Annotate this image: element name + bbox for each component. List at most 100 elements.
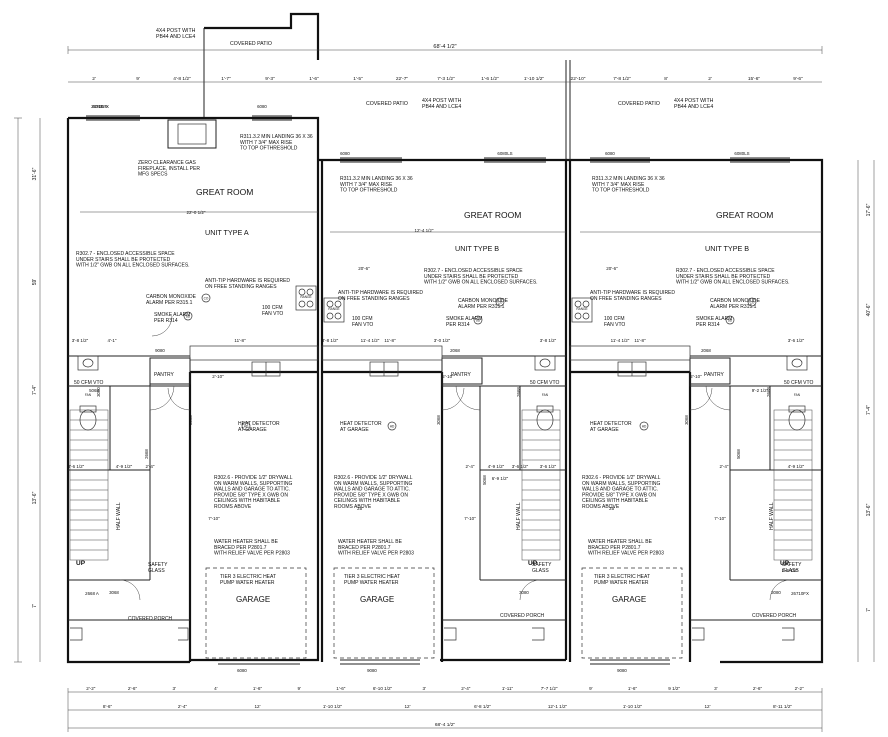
unit-b1-covered-patio: COVERED PATIO — [366, 101, 408, 107]
dims-bottom-2-8: 12' — [705, 704, 711, 709]
dim-interior-23: 3'-6 1/2" — [512, 464, 529, 469]
dim-interior-3: 4'-1" — [108, 338, 117, 343]
window-tag-17: 3080 — [771, 590, 781, 595]
dims-bottom-2-3: 1'-10 1/2" — [323, 704, 343, 709]
window-tag-6: 6080 — [237, 668, 247, 673]
dims-bottom-2-7: 1'-10 1/2" — [623, 704, 643, 709]
dim-interior-25: 20'-6" — [606, 266, 618, 271]
smoke-symbol-icon — [473, 315, 483, 325]
window-tag-15: 3068 — [109, 590, 119, 595]
dims-top-0: 2' — [92, 76, 96, 82]
dims-bottom-2-6: 12'-1 1/2" — [548, 704, 568, 709]
dim-interior-11: 25' — [357, 506, 363, 511]
window-tag-24: 5068 — [89, 388, 99, 393]
co-symbol-icon — [201, 293, 211, 303]
unit-a-pantry: PANTRY — [154, 372, 174, 378]
unit_b2-unit-type: UNIT TYPE B — [705, 244, 749, 253]
window-tag-9: 9080 — [155, 348, 165, 353]
window-tag-5: 6080LS — [734, 151, 749, 156]
dim-interior-32: 11'-4 1/2" — [611, 338, 630, 343]
unit_a-great-room: GREAT ROOM — [196, 187, 253, 197]
top-covered-patio-top: COVERED PATIO — [230, 41, 272, 47]
fan-label-b2: FAN — [794, 393, 801, 397]
dims-left-3: 13'-6" — [32, 491, 38, 504]
window-tag-4: 6080 — [605, 151, 615, 156]
window-tag-3: 6080LS — [497, 151, 512, 156]
dims-bottom-2-4: 12' — [405, 704, 411, 709]
range-label-b2: RANGE — [576, 307, 587, 311]
dims-bottom-1-16: 2'-6" — [753, 686, 763, 691]
heat-symbol-label: HD — [244, 425, 249, 429]
dims-top-8: 7'-3 1/2" — [437, 76, 455, 82]
window-tag-10: 2068 — [450, 348, 460, 353]
unit_b2-great-room: GREAT ROOM — [716, 210, 773, 220]
dims-top-5: 1'-6" — [309, 76, 319, 82]
unit-b1-fan-50: 50 CFM VTO — [530, 380, 559, 386]
unit-b2-up: UP — [780, 560, 790, 567]
dim-interior-21: 7'-10" — [464, 516, 476, 521]
dim-interior-1: 11'-8" — [234, 338, 246, 343]
dim-interior-17: 3'-8 1/2" — [540, 338, 557, 343]
window-tag-7: 9080 — [367, 668, 377, 673]
range-label-b1: RANGE — [328, 307, 339, 311]
dims-top-12: 7'-8 1/2" — [613, 76, 631, 82]
dim-interior-0: 22'-0 1/2" — [187, 210, 206, 215]
dim-interior-18: 3'-6 1/2" — [540, 464, 557, 469]
dim-interior-5: 4'-9 1/2" — [116, 464, 133, 469]
unit_b2-garage: GARAGE — [612, 595, 646, 604]
dim-interior-14: 3'-0 1/2" — [434, 338, 451, 343]
window-tag-25: 2668 A — [85, 591, 99, 596]
dims-left-2: 7'-4" — [32, 385, 38, 395]
window-tag-14: 3068 — [684, 415, 689, 425]
window-tag-19: 2668 — [516, 387, 521, 397]
dims-bottom-2-1: 2'-4" — [178, 704, 188, 709]
unit-b2-half-wall: HALF WALL — [769, 502, 775, 530]
dims-bottom-1-3: 4' — [214, 686, 218, 691]
window-tag-8: 9080 — [617, 668, 627, 673]
dims-top-3: 1'-7" — [221, 76, 231, 82]
dim-interior-7: 2'-10" — [212, 374, 224, 379]
dims-bottom-1-9: 2'-4" — [461, 686, 471, 691]
dims-bottom-1-11: 7'-7 1/2" — [541, 686, 558, 691]
dims-top-10: 1'-10 1/2" — [524, 76, 545, 82]
window-tag-27: 26710FX — [91, 104, 109, 109]
co-symbol-icon — [747, 297, 757, 307]
unit-a-covered-porch: COVERED PORCH — [128, 616, 173, 622]
dims-top-13: 8' — [664, 76, 668, 82]
dim-interior-9: 20'-6" — [358, 266, 370, 271]
window-tag-12: 2068 — [188, 415, 193, 425]
window-tag-21: 2668 — [144, 449, 149, 459]
dims-bottom-1-12: 9' — [589, 686, 593, 691]
dims-bottom-1-7: 6'-10 1/2" — [373, 686, 393, 691]
dim-interior-12: 3'-8 1/2" — [322, 338, 339, 343]
unit-b2-pantry: PANTRY — [704, 372, 724, 378]
unit_b1-unit-type: UNIT TYPE B — [455, 244, 499, 253]
window-tag-20: 2668 — [766, 387, 771, 397]
unit-b2-fan-50: 50 CFM VTO — [784, 380, 813, 386]
smoke-symbol-label: SD — [476, 319, 481, 323]
heat-symbol-label: HD — [390, 425, 395, 429]
dim-interior-29: 4'-9 1/2" — [788, 464, 805, 469]
dim-interior-13: 11'-4 1/2" — [361, 338, 380, 343]
dim-interior-30: 2'-4" — [720, 464, 729, 469]
dim-interior-28: 3'-6 1/2" — [788, 338, 805, 343]
dims-top-4: 9'-3" — [265, 76, 275, 82]
dims-top-16: 9'-6" — [793, 76, 803, 82]
